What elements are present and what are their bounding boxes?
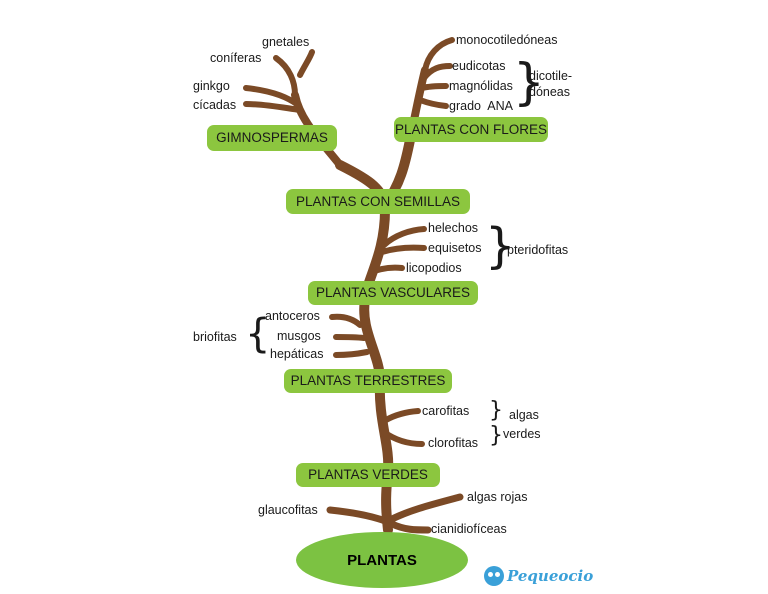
branch-antoceros [329,313,363,328]
leaf-helechos: helechos [428,221,479,235]
group-briofitas: briofitas [193,330,237,344]
leaf-equisetos: equisetos [428,241,482,255]
group-dicotile: dicotile- [529,69,573,83]
branch-helechos [381,226,427,248]
node-plantas-con-flores: PLANTAS CON FLORES [394,117,548,142]
branch-licopodios [369,264,405,275]
brace-briofitas: { [245,311,271,357]
branch-magnolidas [419,83,449,91]
leaf-gnetales: gnetales [262,35,310,49]
leaf-magnolidas: magnólidas [449,79,513,93]
leaf-antoceros: antoceros [265,309,320,323]
group-pteridofitas: pteridofitas [507,243,569,257]
branch-cicadas [243,101,303,113]
leaf-cicadas: cícadas [193,98,237,112]
branch-gnetales [297,49,315,78]
branch-glaucofitas [326,506,392,526]
branch-coniferas [273,55,298,98]
logo-text: Pequeocio [507,567,594,585]
leaf-musgos: musgos [277,329,321,343]
brace-clorofitas: } [489,423,503,448]
branch-cianidioficeas [388,520,432,534]
monster-mascot-icon [484,566,504,586]
leaf-glaucofitas: glaucofitas [258,503,318,517]
branch-clorofitas [381,429,425,447]
branch-ginkgo [243,85,301,108]
site-logo: Pequeocio [484,566,593,586]
group-algas: algas [509,408,539,422]
leaf-coniferas: coníferas [210,51,262,65]
leaf-ginkgo: ginkgo [193,79,230,93]
branch-algas-rojas [386,493,464,524]
node-plantas-root: PLANTAS [296,532,468,588]
leaf-eudicotas: eudicotas [452,59,506,73]
leaf-grado-ana: grado ANA [449,99,513,113]
leaf-algas-rojas: algas rojas [467,490,528,504]
leaf-cianidioficeas: cianidiofíceas [431,522,507,536]
brace-carofitas: } [489,398,503,423]
node-plantas-verdes: PLANTAS VERDES [296,463,440,487]
node-plantas-vasculares: PLANTAS VASCULARES [308,281,478,305]
leaf-carofitas: carofitas [422,404,470,418]
leaf-hepaticas: hepáticas [270,347,324,361]
group-verdes: verdes [503,427,541,441]
leaf-licopodios: licopodios [406,261,462,275]
branch-eudicotas [421,63,453,81]
branch-hepaticas [333,349,370,358]
branch-monocotiledoneas [422,37,455,73]
node-plantas-con-semillas: PLANTAS CON SEMILLAS [286,189,470,214]
branch-equisetos [379,244,427,255]
leaf-monocotiledoneas: monocotiledóneas [456,33,558,47]
group-doneas: dóneas [529,85,571,99]
branch-musgos [333,334,367,341]
brace-dicotiledoneas: } [513,53,545,111]
branch-carofitas [383,408,421,423]
brace-pteridofitas: } [485,218,516,274]
branch-grado-ana [417,97,449,109]
node-plantas-terrestres: PLANTAS TERRESTRES [284,369,452,393]
leaf-clorofitas: clorofitas [428,436,479,450]
node-gimnospermas: GIMNOSPERMAS [207,125,337,151]
